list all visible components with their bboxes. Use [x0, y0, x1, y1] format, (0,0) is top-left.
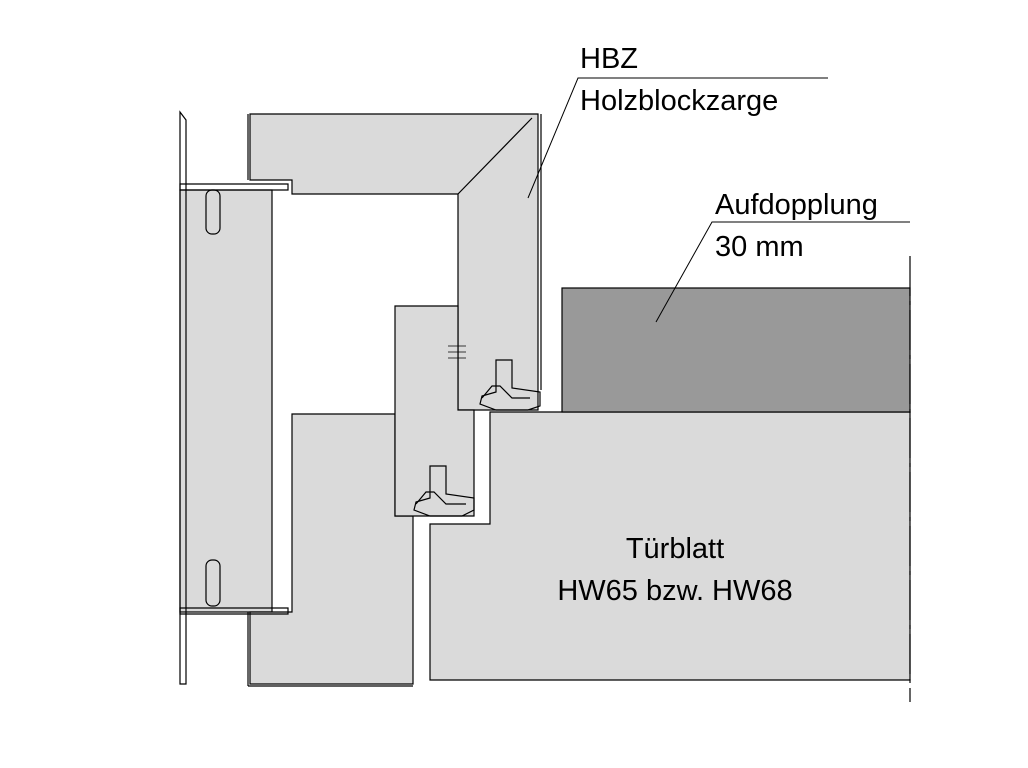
wall-profile-bottom-flange	[179, 607, 289, 615]
label-hbz-code: HBZ	[580, 43, 638, 75]
wall-profile-top-flange	[179, 183, 289, 191]
hbz-frame-block	[249, 113, 539, 411]
seal-lower	[413, 465, 475, 517]
seal-lower-lip	[415, 491, 466, 505]
stop-rebate-block	[394, 305, 475, 517]
anchor-bottom	[205, 559, 221, 607]
label-tuerblatt-name: Türblatt	[626, 533, 724, 565]
hbz-mitre-line	[457, 117, 533, 195]
label-aufdopplung-name: Aufdopplung	[715, 189, 878, 221]
label-aufdopplung-thickness: 30 mm	[715, 231, 804, 263]
leader-hbz	[527, 77, 828, 199]
wall-panel	[179, 189, 273, 613]
seal-upper	[479, 359, 541, 411]
anchor-top	[205, 189, 221, 235]
wall-profile-left	[179, 110, 187, 685]
label-tuerblatt-models: HW65 bzw. HW68	[557, 575, 792, 607]
label-hbz-name: Holzblockzarge	[580, 85, 778, 117]
hbz-jamb-lower	[249, 413, 414, 685]
leader-aufdopplung	[655, 221, 910, 323]
seal-upper-lip	[481, 385, 530, 399]
aufdopplung	[561, 287, 911, 413]
